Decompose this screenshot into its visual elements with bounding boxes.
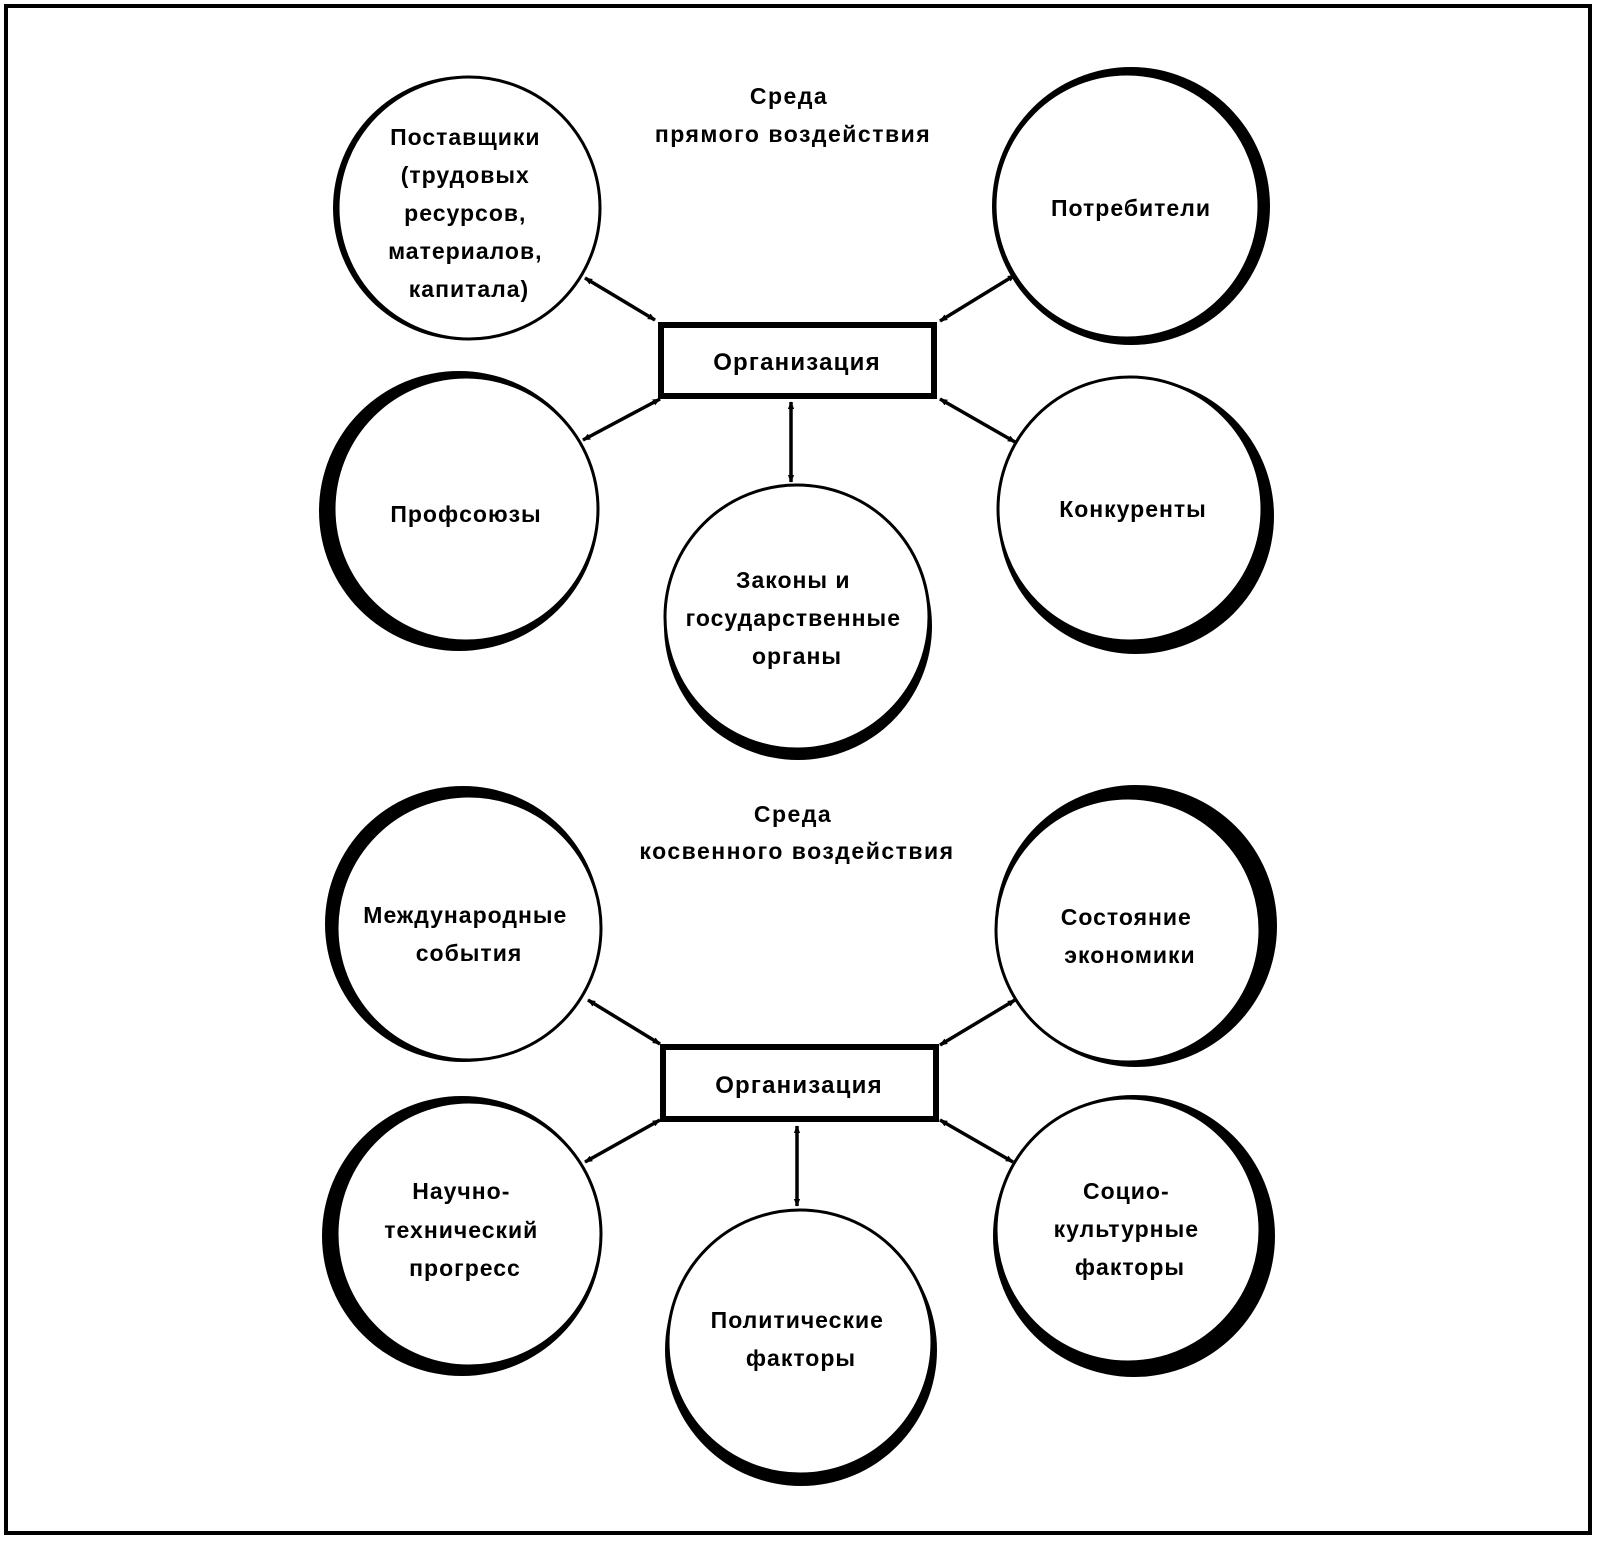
connector-suppliers: [584, 276, 656, 322]
scitech-line-2: технический: [384, 1217, 538, 1243]
indirect-connectors: [584, 998, 1016, 1207]
direct-organization-box: Организация: [658, 322, 937, 399]
diagram-frame: [4, 4, 1592, 1535]
laws-line-1: Законы и: [736, 567, 851, 593]
node-unions: Профсоюзы: [319, 371, 600, 651]
sociocultural-line-3: факторы: [1075, 1254, 1185, 1280]
unions-label: Профсоюзы: [390, 501, 541, 527]
indirect-organization-label: Организация: [715, 1072, 883, 1099]
scitech-line-3: прогресс: [409, 1255, 521, 1281]
suppliers-line-3: ресурсов,: [404, 200, 526, 226]
scitech-line-1: Научно-: [412, 1178, 510, 1204]
political-label: Политические факторы: [711, 1307, 892, 1371]
connector-international: [587, 998, 661, 1046]
international-line-1: Международные: [363, 902, 567, 928]
sociocultural-label: Социо- культурные факторы: [1054, 1178, 1207, 1280]
connector-sociocultural: [939, 1118, 1014, 1164]
direct-heading: Среда прямого воздействия: [655, 83, 931, 147]
direct-heading-line-2: прямого воздействия: [655, 121, 931, 147]
connector-competitors: [939, 397, 1016, 444]
node-consumers: Потребители: [992, 67, 1270, 345]
direct-organization-label: Организация: [713, 349, 881, 376]
node-competitors: Конкуренты: [996, 375, 1274, 654]
node-suppliers: Поставщики (трудовых ресурсов, материало…: [333, 75, 602, 341]
direct-environment-section: Среда прямого воздействия Организация По…: [319, 67, 1274, 760]
node-scitech: Научно- технический прогресс: [322, 1096, 603, 1376]
suppliers-line-1: Поставщики: [390, 124, 540, 150]
node-economy: Состояние экономики: [994, 785, 1277, 1067]
suppliers-line-4: материалов,: [388, 238, 542, 264]
suppliers-line-5: капитала): [409, 276, 529, 302]
direct-connectors: [582, 273, 1016, 483]
suppliers-line-2: (трудовых: [401, 162, 530, 188]
direct-heading-line-1: Среда: [750, 83, 828, 109]
indirect-environment-section: Среда косвенного воздействия Организация…: [322, 785, 1277, 1486]
node-international: Международные события: [325, 786, 603, 1062]
competitors-label: Конкуренты: [1059, 496, 1207, 522]
consumers-label: Потребители: [1051, 195, 1211, 221]
political-line-2: факторы: [746, 1345, 856, 1371]
indirect-organization-box: Организация: [660, 1044, 939, 1122]
connector-consumers: [939, 273, 1016, 323]
node-political: Политические факторы: [665, 1208, 937, 1486]
international-line-2: события: [416, 940, 523, 966]
economy-line-2: экономики: [1064, 942, 1195, 968]
sociocultural-line-1: Социо-: [1083, 1178, 1170, 1204]
sociocultural-line-2: культурные: [1054, 1216, 1199, 1242]
political-line-1: Политические: [711, 1307, 884, 1333]
international-label: Международные события: [363, 902, 574, 966]
economy-line-1: Состояние: [1061, 904, 1192, 930]
scitech-label: Научно- технический прогресс: [384, 1178, 545, 1281]
laws-line-3: органы: [752, 643, 842, 669]
indirect-heading-line-2: косвенного воздействия: [639, 838, 954, 864]
indirect-heading-line-1: Среда: [754, 801, 832, 827]
suppliers-label: Поставщики (трудовых ресурсов, материало…: [388, 124, 550, 302]
connector-scitech: [584, 1118, 661, 1164]
connector-unions: [582, 397, 661, 442]
indirect-heading: Среда косвенного воздействия: [639, 801, 954, 864]
economy-label: Состояние экономики: [1061, 904, 1200, 968]
node-laws: Законы и государственные органы: [663, 483, 932, 760]
connector-economy: [939, 998, 1016, 1047]
laws-label: Законы и государственные органы: [686, 567, 909, 669]
laws-line-2: государственные: [686, 605, 901, 631]
node-sociocultural: Социо- культурные факторы: [993, 1095, 1275, 1377]
